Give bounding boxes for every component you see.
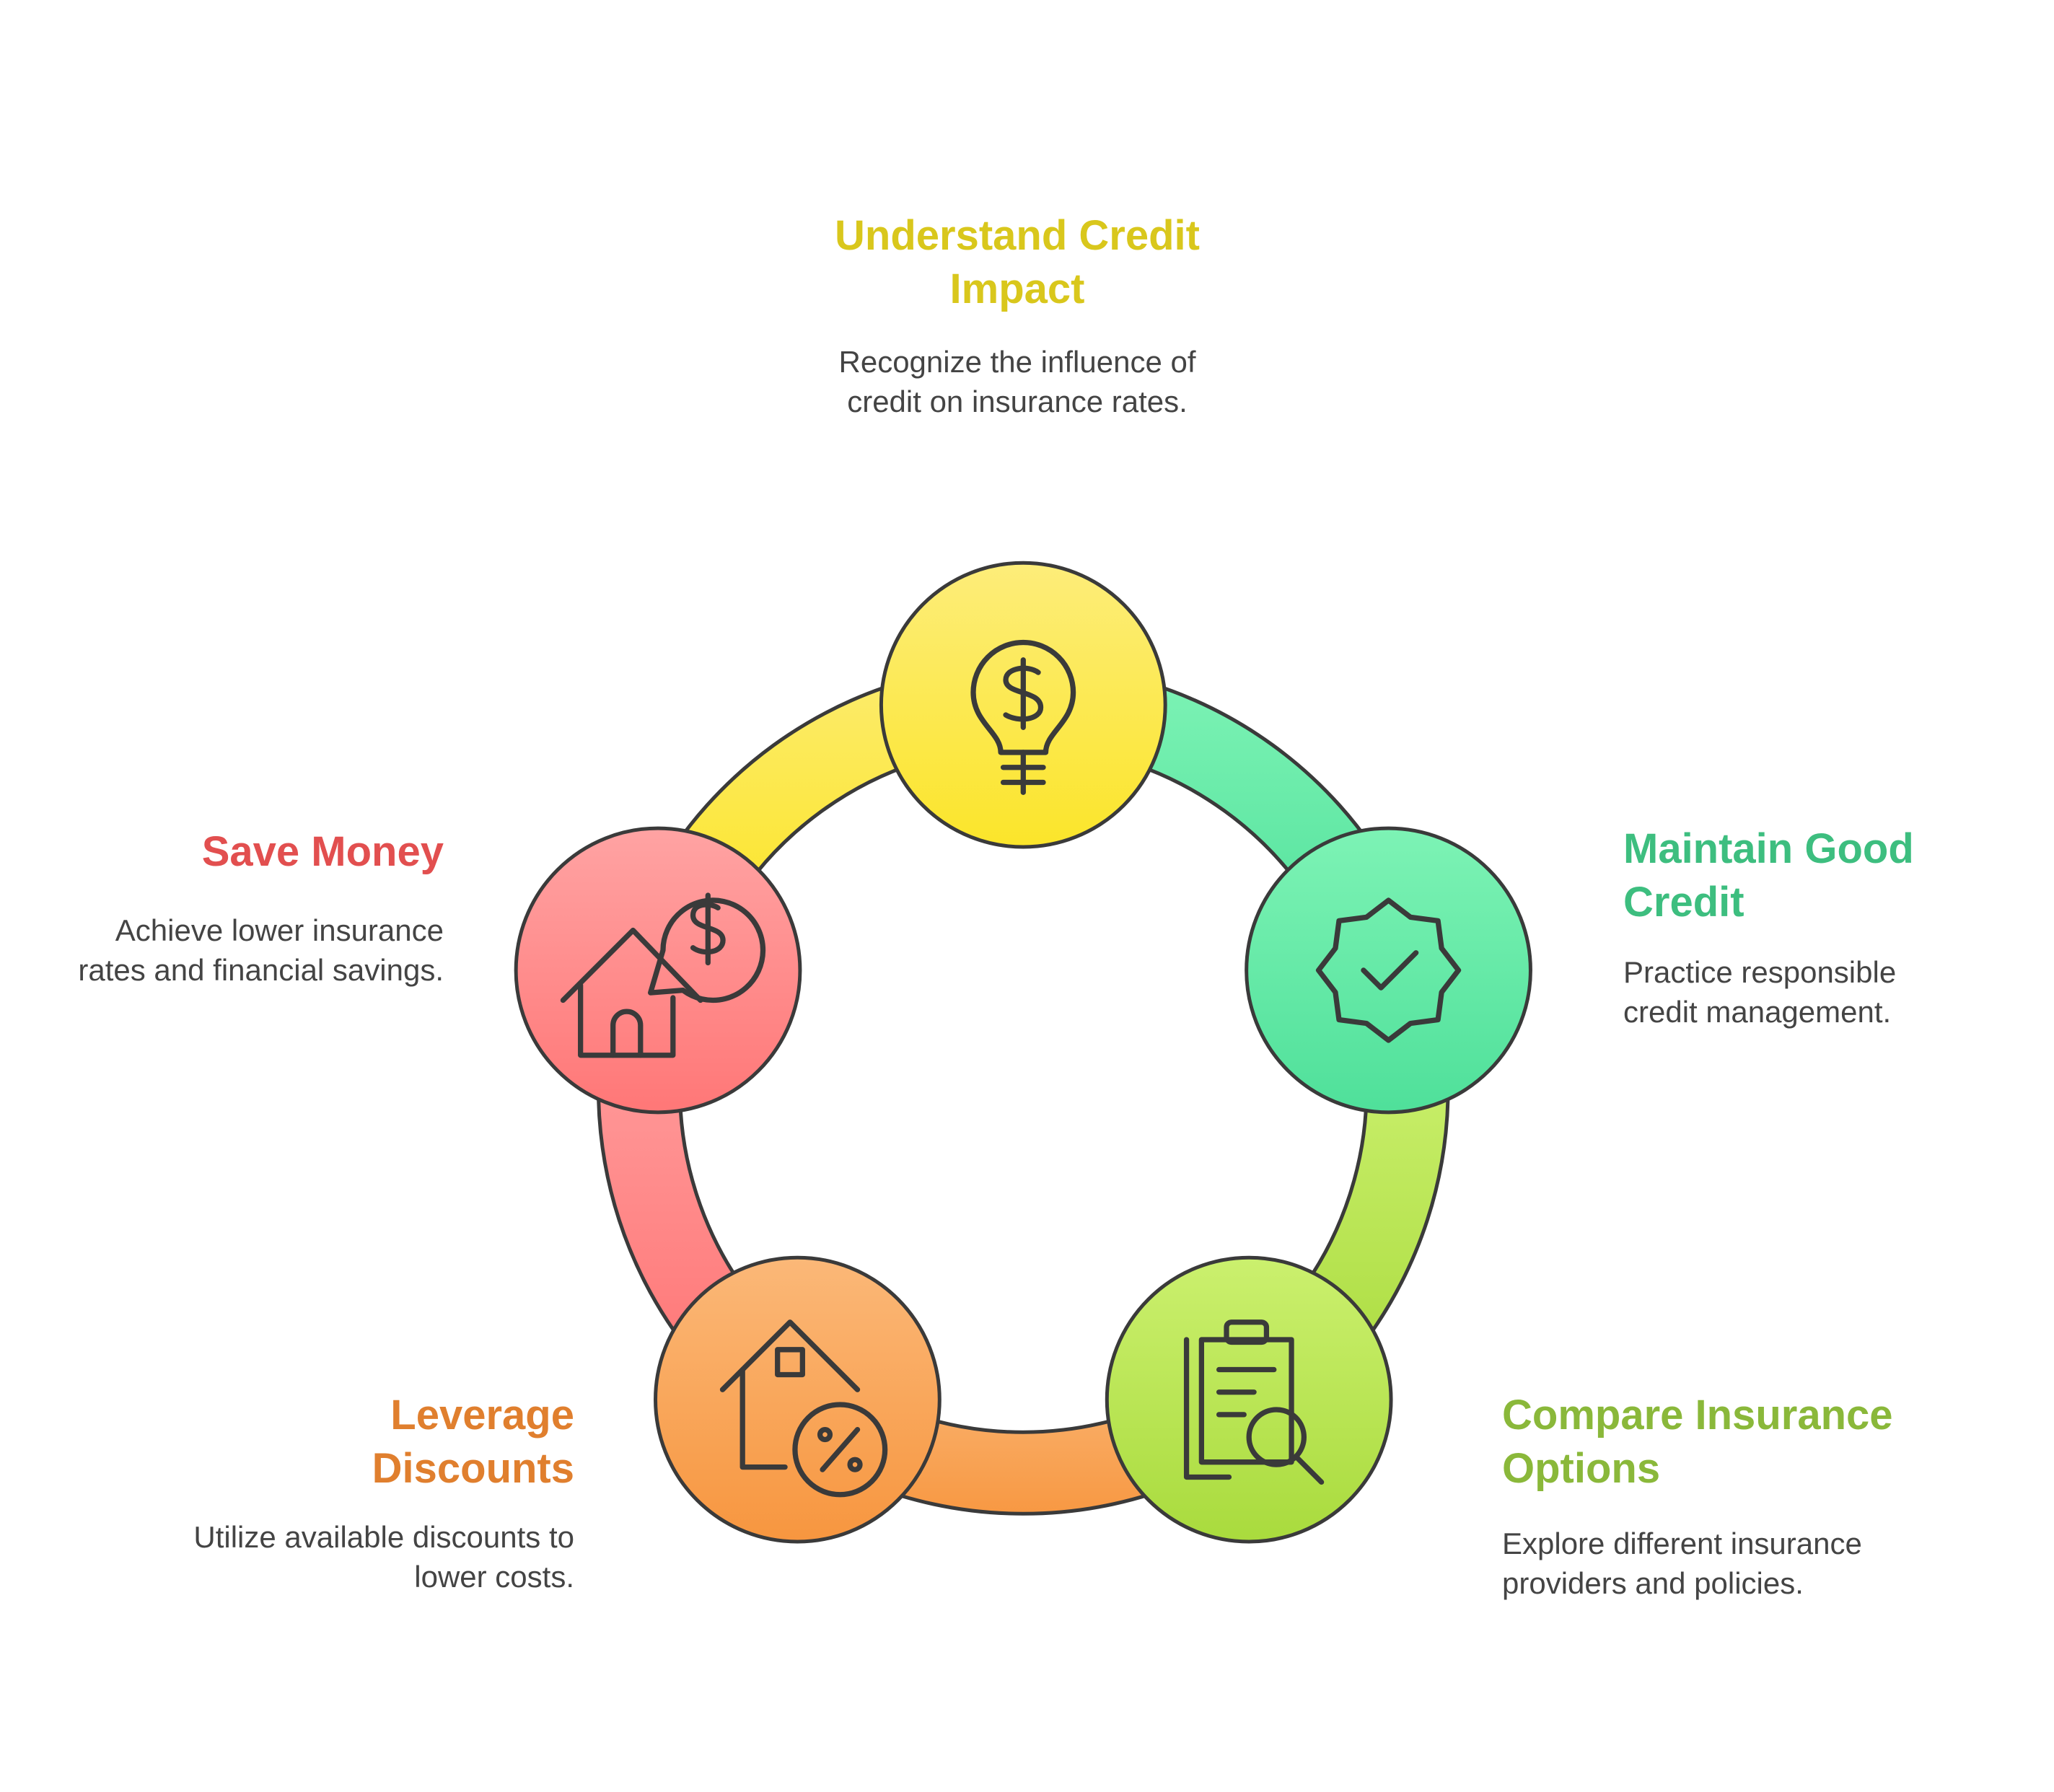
step-title-understand-credit-impact: Understand Credit Impact [835, 212, 1200, 312]
step-desc-understand-credit-impact: Recognize the influence of credit on ins… [838, 345, 1196, 418]
step-desc-leverage-discounts: Utilize available discounts to lower cos… [193, 1520, 574, 1594]
step-circle-maintain-good-credit [1245, 826, 1532, 1115]
step-desc-compare-insurance-options: Explore different insurance providers an… [1502, 1527, 1862, 1600]
step-title-compare-insurance-options: Compare Insurance Options [1502, 1392, 1893, 1492]
step-circle-compare-insurance-options [1105, 1255, 1393, 1544]
house-dollar-bubble-icon [560, 892, 766, 1058]
lightbulb-dollar-icon [970, 639, 1076, 795]
step-title-save-money: Save Money [201, 828, 444, 875]
step-title-maintain-good-credit: Maintain Good Credit [1623, 825, 1914, 926]
step-desc-maintain-good-credit: Practice responsible credit management. [1623, 955, 1897, 1029]
step-circle-leverage-discounts [654, 1255, 942, 1544]
step-circle-understand-credit-impact [879, 561, 1167, 849]
step-title-leverage-discounts: Leverage Discounts [372, 1392, 574, 1492]
step-circles [514, 561, 1532, 1544]
step-desc-save-money: Achieve lower insurance rates and financ… [78, 913, 444, 987]
house-percent-icon [719, 1319, 888, 1498]
verified-badge-icon [1315, 897, 1462, 1043]
clipboard-search-icon [1183, 1319, 1325, 1485]
step-circle-save-money [514, 826, 802, 1115]
